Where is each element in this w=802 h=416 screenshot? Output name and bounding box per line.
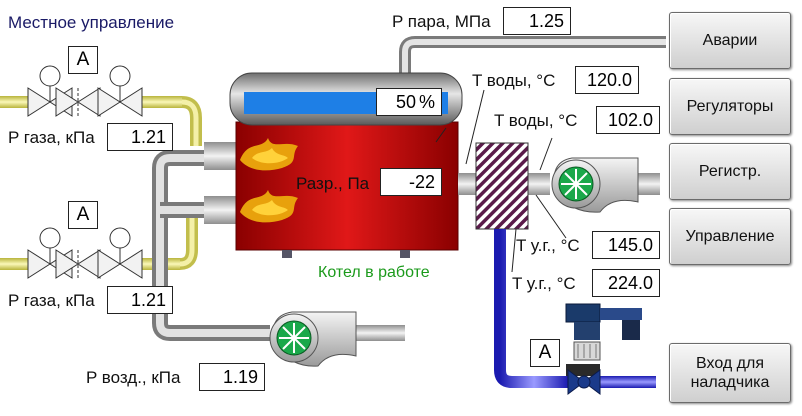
control-button[interactable]: Управление — [669, 208, 791, 265]
feed-valve-mode-indicator[interactable]: A — [530, 339, 560, 367]
valve-icon — [55, 249, 101, 279]
air-pressure-value: 1.19 — [199, 363, 265, 391]
alarms-button[interactable]: Аварии — [669, 12, 791, 69]
valve-icon — [97, 227, 143, 279]
gas-1-pressure-value: 1.21 — [107, 123, 173, 151]
gas-pipe-1 — [0, 96, 202, 146]
water-in-temp-label: T воды, °C — [472, 71, 556, 90]
adjuster-login-button[interactable]: Вход для наладчика — [669, 343, 791, 403]
water-out-temp-label: T воды, °C — [494, 111, 578, 130]
flue-gas-temp-2-value: 224.0 — [592, 269, 660, 297]
valve-icon — [55, 87, 101, 117]
actuator-icon — [565, 303, 642, 376]
valve-icon — [97, 65, 143, 117]
furnace-draft-label: Разр., Па — [296, 174, 370, 193]
leader-lines — [435, 89, 567, 273]
screen-title: Местное управление — [8, 13, 175, 32]
burner-tube-1 — [204, 142, 236, 170]
flame-icon — [240, 190, 298, 223]
drum-level-unit: % — [418, 91, 435, 112]
flue-gas-temp-1-value: 145.0 — [592, 231, 660, 259]
flue-duct-out — [528, 173, 550, 195]
water-pipe — [494, 229, 656, 388]
gas-pipe-2 — [0, 210, 198, 270]
furnace-draft-value: -22 — [380, 168, 442, 196]
drum-level-readout: 50 % — [376, 88, 442, 116]
flue-gas-temp-1-label: T у.г., °C — [516, 236, 580, 255]
fan-icon — [551, 157, 639, 213]
flue-gas-temp-2-label: T у.г., °C — [512, 274, 576, 293]
valve-icon — [567, 369, 601, 395]
gas-2-pressure-value: 1.21 — [107, 286, 173, 314]
economizer — [475, 142, 529, 230]
gas-2-mode-indicator[interactable]: A — [68, 201, 98, 229]
air-duct — [152, 150, 405, 341]
burner-tube-2 — [204, 196, 236, 224]
steam-pressure-value: 1.25 — [503, 7, 571, 35]
water-in-temp-value: 120.0 — [575, 66, 639, 94]
fan-icon — [269, 311, 357, 367]
air-pressure-label: P возд., кПа — [86, 368, 181, 387]
gas-1-mode-indicator[interactable]: A — [68, 46, 98, 74]
regulators-button[interactable]: Регуляторы — [669, 78, 791, 135]
steam-pipe — [399, 36, 666, 75]
flame-icon — [240, 138, 298, 171]
flue-duct — [458, 173, 476, 195]
drum-level-value: 50 — [395, 91, 416, 112]
steam-pressure-label: P пара, МПа — [392, 12, 491, 31]
water-out-temp-value: 102.0 — [596, 106, 660, 134]
gas-1-pressure-label: P газа, кПа — [8, 128, 95, 147]
boiler-status: Котел в работе — [318, 264, 430, 281]
stack-duct — [636, 173, 660, 195]
registers-button[interactable]: Регистр. — [669, 143, 791, 200]
gas-2-pressure-label: P газа, кПа — [8, 291, 95, 310]
